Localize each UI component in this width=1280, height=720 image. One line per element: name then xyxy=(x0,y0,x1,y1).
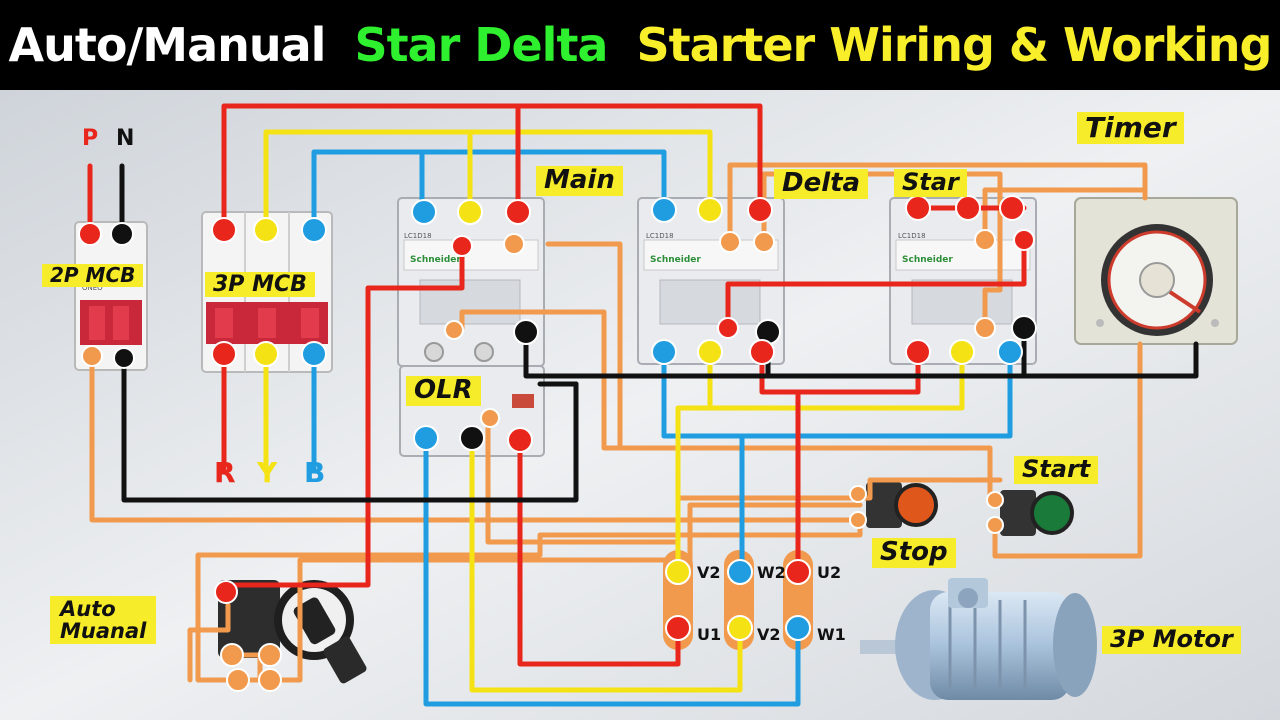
start-pushbutton xyxy=(1000,490,1074,536)
terminal-w2: W2 xyxy=(757,563,786,582)
label-auto-manual: Auto Muanal xyxy=(50,596,157,645)
timer-relay xyxy=(1074,197,1238,345)
terminal-w1: W1 xyxy=(817,625,846,644)
label-start: Start xyxy=(1014,455,1099,484)
video-title: Auto/Manual Star Delta Starter Wiring & … xyxy=(0,0,1280,90)
delta-model: LC1D18 xyxy=(646,232,674,240)
label-auto-manual-line1: Auto xyxy=(60,597,116,621)
label-delta: Delta xyxy=(774,168,869,199)
main-brand: Schneider xyxy=(410,255,461,265)
label-stop: Stop xyxy=(872,537,956,568)
mcb-2p: ONEO xyxy=(74,221,148,371)
label-2p-mcb: 2P MCB xyxy=(42,264,144,287)
terminal-u1: U1 xyxy=(697,625,721,644)
label-phase-b: B xyxy=(304,456,326,489)
title-part-auto-manual: Auto/Manual xyxy=(8,18,327,72)
wires-yellow xyxy=(263,129,1013,693)
mcb-2p-brand: ONEO xyxy=(82,284,103,292)
label-olr: OLR xyxy=(406,375,481,406)
label-3p-motor: 3P Motor xyxy=(1102,625,1241,654)
star-brand: Schneider xyxy=(902,255,953,265)
wires-orange xyxy=(89,162,1148,683)
label-phase-y: Y xyxy=(257,456,278,489)
title-part-star-delta: Star Delta xyxy=(354,18,608,72)
delta-brand: Schneider xyxy=(650,255,701,265)
label-auto-manual-line2: Muanal xyxy=(60,619,147,644)
three-phase-motor xyxy=(860,578,1097,700)
wiring-diagram: ONEO LC1D18 Schneider xyxy=(0,90,1280,720)
label-phase-r: R xyxy=(214,456,236,489)
terminal-u2: U2 xyxy=(817,563,841,582)
label-main: Main xyxy=(536,165,623,196)
stop-pushbutton xyxy=(866,482,938,528)
label-phase-p: P xyxy=(82,126,99,151)
delta-contactor: LC1D18 Schneider xyxy=(637,197,785,365)
star-model: LC1D18 xyxy=(898,232,926,240)
label-timer: Timer xyxy=(1077,111,1184,145)
main-model: LC1D18 xyxy=(404,232,432,240)
terminal-v2-left: V2 xyxy=(697,563,721,582)
label-neutral-n: N xyxy=(116,126,135,151)
terminal-v2-middle: V2 xyxy=(757,625,781,644)
label-star: Star xyxy=(894,168,967,197)
wires-black xyxy=(119,163,1199,503)
label-3p-mcb: 3P MCB xyxy=(205,272,315,298)
title-part-wiring: Starter Wiring & Working xyxy=(636,18,1273,72)
terminal-dots xyxy=(78,195,1037,692)
